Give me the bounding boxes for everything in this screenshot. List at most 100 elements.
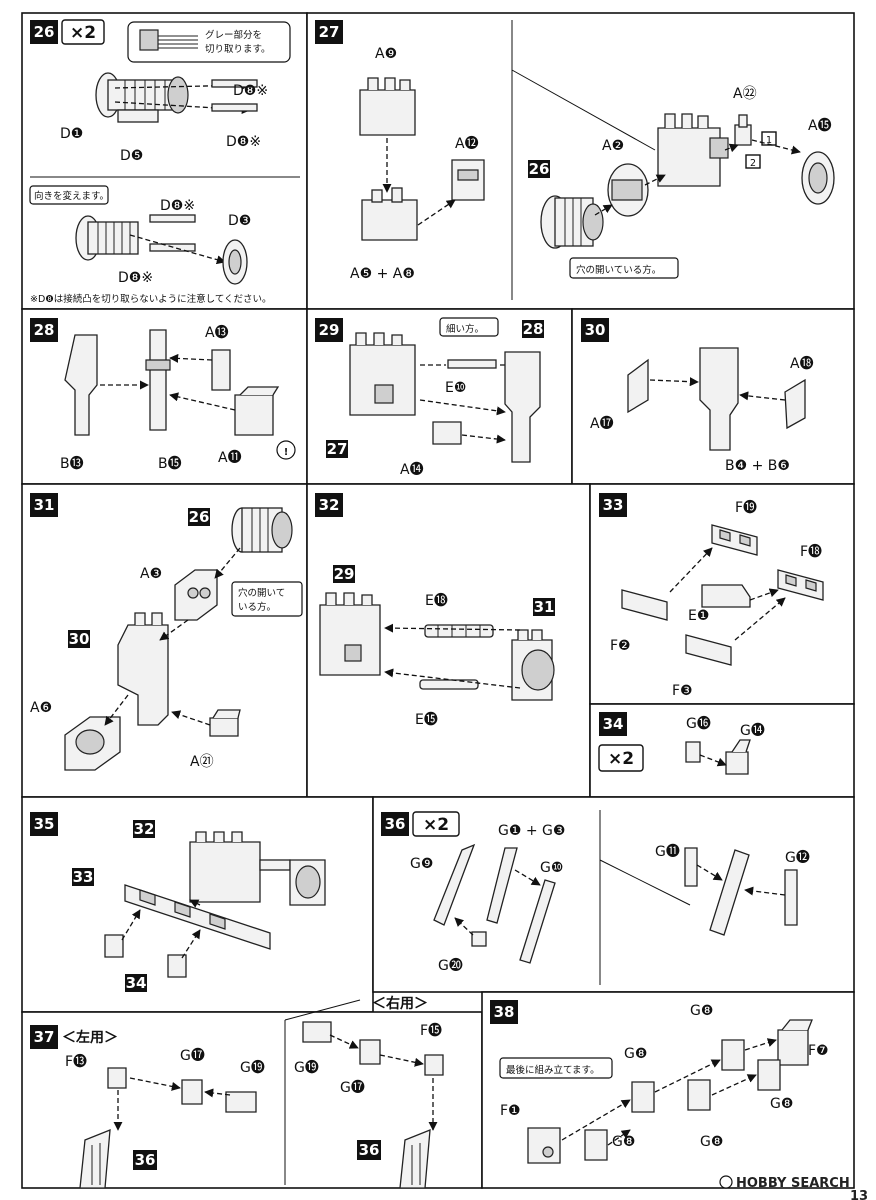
step-28-part-a13 bbox=[211, 349, 231, 391]
step-27-substep-2: 2 bbox=[750, 158, 756, 169]
step-38-badge bbox=[490, 1000, 518, 1024]
step-26-multiplier-box bbox=[61, 19, 105, 45]
step-36-label-g9: G❾ bbox=[410, 856, 433, 872]
step-38-block-f1 bbox=[527, 1127, 561, 1164]
step-30-label-a17: A⓱ bbox=[590, 416, 614, 432]
step-34-number: 34 bbox=[603, 715, 624, 733]
step-37-left-ref-36: 36 bbox=[135, 1151, 156, 1169]
step-38-number: 38 bbox=[494, 1003, 515, 1021]
step-37-label-g17-left: G⓱ bbox=[180, 1048, 205, 1064]
step-26-label-d8-top: D❽※ bbox=[233, 83, 268, 99]
step-26-label-d3: D❸ bbox=[228, 213, 251, 229]
step-27-hole-note: 穴の開いている方。 bbox=[576, 264, 661, 276]
step-35-ref-32-badge bbox=[133, 820, 155, 838]
step-36-part-g12 bbox=[784, 869, 798, 926]
step-27-badge bbox=[315, 20, 343, 44]
step-36-label-g1-g3: G❶ + G❸ bbox=[498, 823, 565, 839]
step-29-panel: 29 細い方。 E❿ A⓮ 27 28 bbox=[306, 308, 573, 485]
step-38-panel: 38 最後に組み立てます。 G❽ F❼ G bbox=[481, 991, 855, 1189]
step-37-right-cap-f15 bbox=[424, 1054, 444, 1076]
step-30-number: 30 bbox=[585, 321, 606, 339]
step-33-bracket-f3 bbox=[685, 634, 732, 666]
step-29-thin-note: 細い方。 bbox=[446, 323, 484, 335]
step-37-left-joint-g19 bbox=[225, 1091, 257, 1113]
step-35-number: 35 bbox=[34, 815, 55, 833]
step-30-plate-a18 bbox=[784, 378, 806, 430]
step-37-panel: 37 ＜左用＞ ＜右用＞ F⓭ G⓱ G⓳ 36 bbox=[21, 995, 483, 1189]
step-36-multiplier-box bbox=[412, 811, 460, 837]
step-37-label-g19-right: G⓳ bbox=[294, 1060, 319, 1076]
step-34-joint-g14 bbox=[725, 739, 751, 775]
step-27-shoulder-assembled bbox=[657, 113, 729, 187]
step-26-number: 26 bbox=[34, 23, 55, 41]
step-35-badge bbox=[30, 812, 58, 836]
step-30-label-b4-b6: B❹ + B❻ bbox=[725, 458, 790, 474]
step-26-label-d1: D❶ bbox=[60, 126, 83, 142]
step-29-thin-note-callout bbox=[439, 317, 499, 337]
step-33-badge bbox=[599, 493, 627, 517]
step-36-multiplier: ×2 bbox=[423, 815, 449, 835]
step-37-right-ref-36: 36 bbox=[359, 1141, 380, 1159]
step-37-right-joint-g19 bbox=[302, 1021, 332, 1043]
step-26-gray-note-line2: 切り取ります。 bbox=[205, 44, 271, 55]
step-26-label-d5: D❺ bbox=[120, 148, 143, 164]
step-26-multiplier: ×2 bbox=[70, 23, 96, 43]
step-26-turn-note-callout bbox=[29, 185, 109, 205]
step-36-label-g10: G❿ bbox=[540, 860, 563, 876]
step-26-turn-note: 向きを変えます。 bbox=[34, 190, 109, 202]
step-36-peg-g20 bbox=[471, 931, 487, 947]
step-32-rod-e15 bbox=[419, 679, 479, 690]
step-33-bracket-f19 bbox=[711, 524, 758, 556]
step-33-bracket-f18 bbox=[777, 569, 824, 601]
step-31-ref-30: 30 bbox=[69, 630, 90, 648]
step-29-label-a14: A⓮ bbox=[400, 462, 424, 478]
step-29-part-a14 bbox=[432, 421, 462, 445]
step-37-label-f15: F⓯ bbox=[420, 1023, 442, 1039]
step-36-part-g11 bbox=[684, 847, 698, 887]
step-38-label-f1: F❶ bbox=[500, 1103, 521, 1119]
step-27-peg-a22 bbox=[734, 114, 752, 146]
step-35-ref-34: 34 bbox=[126, 974, 147, 992]
step-30-plate-a17 bbox=[627, 358, 649, 414]
step-31-number: 31 bbox=[34, 496, 55, 514]
step-33-bracket-f2 bbox=[621, 589, 668, 621]
step-27-shoulder-top bbox=[359, 77, 416, 136]
step-29-leg-28 bbox=[504, 351, 541, 463]
step-27-substep-1-box bbox=[761, 131, 777, 146]
step-36-label-g20: G⓴ bbox=[438, 958, 463, 974]
step-29-rod-e10 bbox=[447, 359, 497, 369]
step-32-badge bbox=[315, 493, 343, 517]
step-29-label-e10: E❿ bbox=[445, 380, 466, 396]
step-34-label-g16: G⓰ bbox=[686, 716, 711, 732]
step-30-leg-b4-b6 bbox=[699, 347, 739, 451]
step-31-panel: 31 26 A❸ 30 A bbox=[21, 483, 308, 798]
step-29-ref-28-badge bbox=[522, 320, 544, 338]
step-38-joint-g8-d bbox=[687, 1079, 711, 1111]
step-28-part-a11 bbox=[234, 386, 280, 436]
step-27-ring-a2 bbox=[607, 163, 649, 217]
step-36-number: 36 bbox=[385, 815, 406, 833]
step-33-panel: 33 F⓳ F⓲ E❶ F❷ F❸ bbox=[589, 483, 855, 705]
step-35-frame-33 bbox=[124, 884, 271, 950]
step-28-leg-frame-b15 bbox=[145, 329, 171, 431]
step-35-ref-34-badge bbox=[125, 974, 147, 992]
step-26-label-d8-lower2: D❽※ bbox=[118, 270, 153, 286]
step-33-label-f3: F❸ bbox=[672, 683, 693, 699]
step-33-label-f18: F⓲ bbox=[800, 544, 822, 560]
step-32-ref-29: 29 bbox=[334, 565, 355, 583]
watermark-text: HOBBY SEARCH bbox=[736, 1176, 850, 1191]
step-33-number: 33 bbox=[603, 496, 624, 514]
step-36-badge bbox=[381, 812, 409, 836]
step-28-leg-frame-b13 bbox=[64, 334, 98, 436]
step-38-joint-g8-e bbox=[584, 1129, 608, 1161]
step-38-label-g8-right: G❽ bbox=[770, 1096, 793, 1112]
step-26-label-d8-mid: D❽※ bbox=[226, 134, 261, 150]
step-29-ref-28: 28 bbox=[523, 320, 544, 338]
step-37-left-arm-36 bbox=[79, 1129, 111, 1189]
step-31-label-a21: A㉑ bbox=[190, 754, 214, 770]
step-26-cylinder-b bbox=[75, 215, 139, 261]
step-37-right-arm-36 bbox=[399, 1129, 431, 1189]
step-31-leg-30 bbox=[117, 612, 169, 726]
step-28-label-a13: A⓭ bbox=[205, 325, 229, 341]
